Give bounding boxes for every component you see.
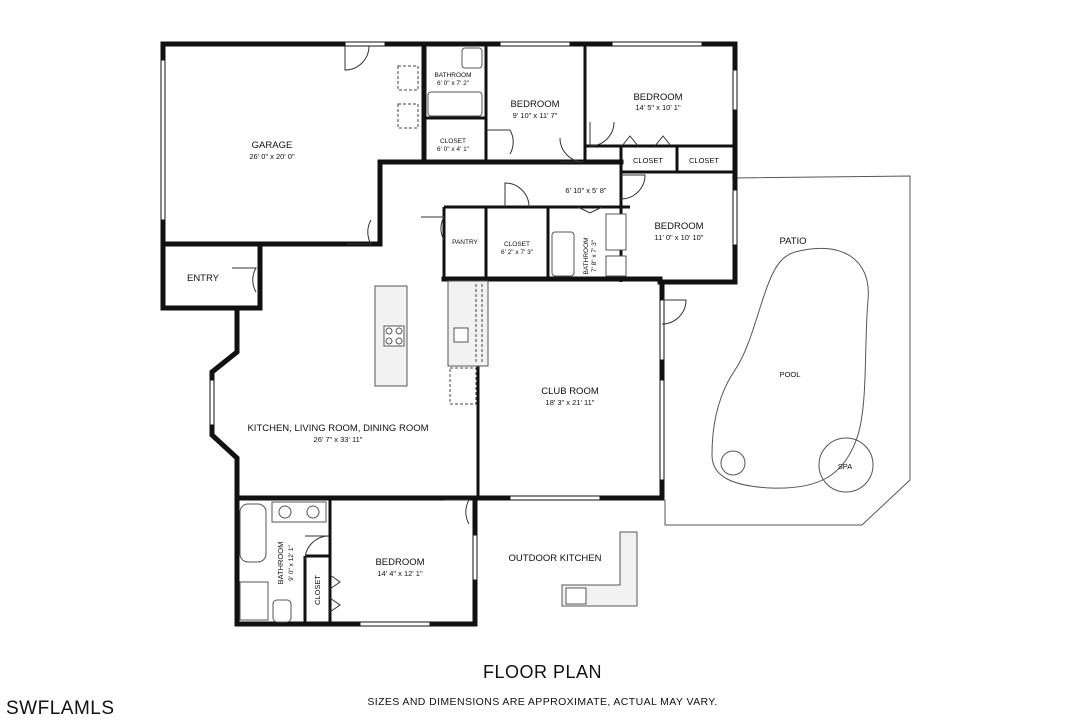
bedroom-d-dims: 14' 4" x 12' 1" (377, 569, 423, 578)
mls-watermark: SWFLAMLS (6, 698, 115, 719)
garage-label: GARAGE (252, 140, 293, 151)
bathroom-mid-label: BATHROOM (583, 237, 590, 274)
closet-mid-label: CLOSET (504, 241, 530, 248)
bathroom-top-label: BATHROOM (434, 72, 471, 79)
spa-label: SPA (838, 462, 852, 471)
bedroom-c-dims: 11' 0" x 10' 10" (655, 233, 704, 242)
pool-label: POOL (780, 370, 801, 379)
pool-outline (711, 247, 869, 489)
pantry-label: PANTRY (452, 239, 478, 246)
kitchen-dims: 26' 7" x 33' 11" (314, 435, 363, 444)
bathroom-mid-dims: 7' 8" x 7' 3" (591, 239, 598, 272)
fixtures (239, 47, 638, 623)
pool-step (720, 450, 746, 476)
entry-label: ENTRY (187, 273, 220, 284)
bedroom-c-label: BEDROOM (654, 221, 703, 232)
closet-top-label: CLOSET (440, 138, 466, 145)
floor-plan-title: FLOOR PLAN (482, 662, 603, 682)
doors (232, 45, 687, 613)
bathroom-top-dims: 6' 0" x 7' 2" (437, 80, 470, 87)
club-room-label: CLUB ROOM (541, 386, 599, 397)
disclaimer-text: SIZES AND DIMENSIONS ARE APPROXIMATE, AC… (367, 696, 718, 708)
bedroom-a-dims: 9' 10" x 11' 7" (513, 111, 558, 120)
closet-b1-label: CLOSET (633, 156, 663, 165)
windows (160, 41, 738, 627)
closet-top-dims: 6' 0" x 4' 1" (437, 146, 470, 153)
bedroom-b-label: BEDROOM (633, 92, 682, 103)
bedroom-b-dims: 14' 5" x 10' 1" (635, 103, 681, 112)
closet-mid-dims: 6' 2" x 7' 3" (501, 249, 534, 256)
closet-b2-label: CLOSET (689, 156, 719, 165)
bedroom-a-label: BEDROOM (510, 99, 559, 110)
bathroom-bottom-label: BATHROOM (276, 542, 285, 585)
outdoor-kitchen-label: OUTDOOR KITCHEN (509, 553, 602, 564)
hall-dims: 6' 10" x 5' 8" (565, 186, 606, 195)
spa-outline (818, 437, 874, 493)
patio-label: PATIO (779, 236, 806, 247)
bathroom-bottom-dims: 9' 0" x 12' 1" (288, 544, 295, 580)
club-room-dims: 18' 3" x 21' 11" (546, 398, 595, 407)
closet-bottom-label: CLOSET (313, 575, 322, 605)
garage-dims: 26' 0" x 20' 0" (249, 152, 295, 161)
kitchen-label: KITCHEN, LIVING ROOM, DINING ROOM (247, 423, 428, 434)
patio-area (664, 175, 911, 526)
room-labels: GARAGE 26' 0" x 20' 0" BATHROOM 6' 0" x … (187, 72, 852, 605)
bedroom-d-label: BEDROOM (375, 557, 424, 568)
